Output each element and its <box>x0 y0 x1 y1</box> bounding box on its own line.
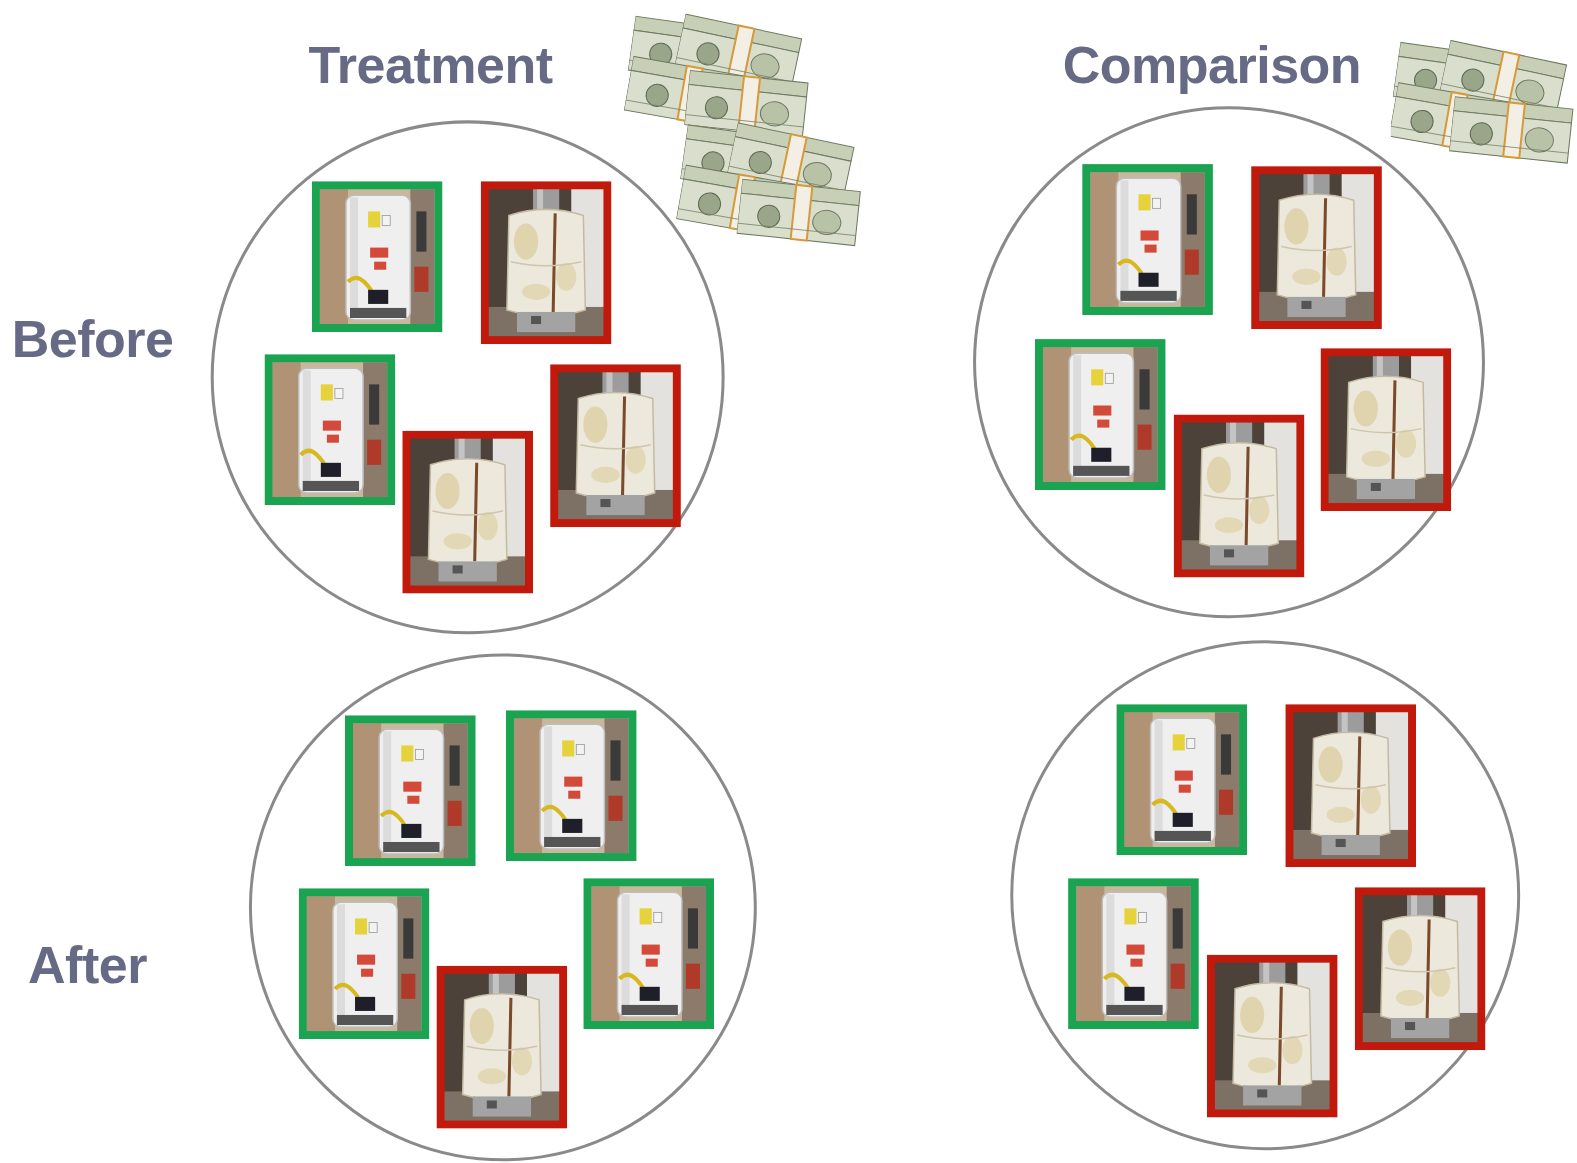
wrapped-heater <box>1255 170 1378 325</box>
wrapped-heater <box>1359 891 1482 1046</box>
bare-heater <box>1072 882 1195 1025</box>
column-heading: Treatment <box>308 37 552 94</box>
bare-heater <box>510 714 633 857</box>
bare-heater <box>316 185 439 328</box>
wrapped-heater <box>554 368 677 523</box>
row-heading: Before <box>12 311 174 368</box>
group-circle <box>250 655 755 1160</box>
wrapped-heater <box>1178 419 1301 574</box>
row-heading: After <box>28 937 147 994</box>
bare-heater <box>303 892 426 1035</box>
group-circle <box>1012 642 1519 1149</box>
wrapped-heater <box>441 970 564 1125</box>
wrapped-heater <box>1211 959 1334 1114</box>
money-stack <box>624 14 808 137</box>
bare-heater <box>269 358 392 501</box>
group-circle <box>975 108 1484 617</box>
column-heading: Comparison <box>1063 37 1361 94</box>
wrapped-heater <box>1325 352 1448 507</box>
bare-heater <box>1039 343 1162 486</box>
bare-heater <box>1086 168 1209 311</box>
group-circle <box>212 122 723 633</box>
wrapped-heater <box>1289 708 1412 863</box>
wrapped-heater <box>485 185 608 340</box>
wrapped-heater <box>406 435 529 590</box>
money-stack <box>1389 40 1573 163</box>
money-stack <box>676 123 860 246</box>
bare-heater <box>587 882 710 1025</box>
bare-heater <box>349 719 472 862</box>
bare-heater <box>1120 708 1243 851</box>
